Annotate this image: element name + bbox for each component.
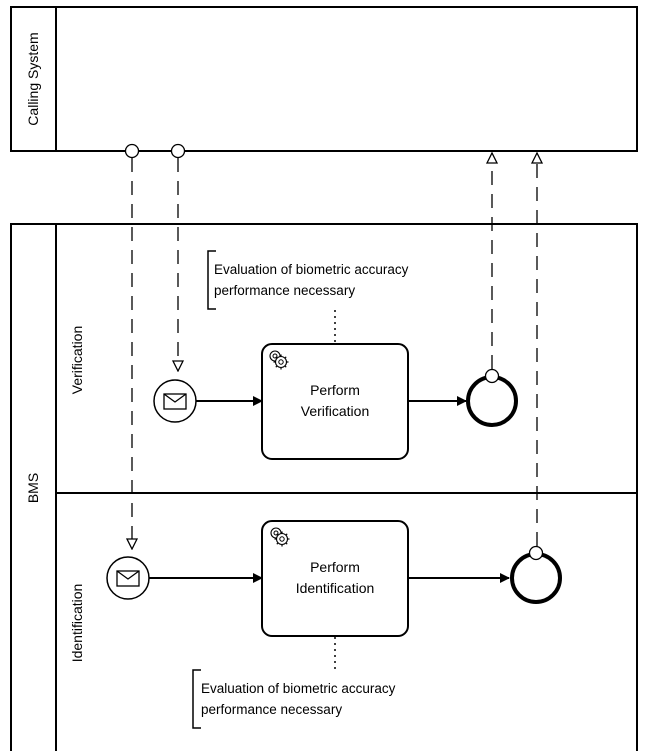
envelope-icon bbox=[163, 393, 187, 410]
pool-bms[interactable]: BMS bbox=[10, 223, 638, 751]
text-annotation-identification[interactable]: Evaluation of biometric accuracy perform… bbox=[192, 669, 396, 729]
annotation-line2: performance necessary bbox=[201, 702, 342, 717]
message-flow-to-identification[interactable] bbox=[124, 143, 140, 550]
annotation-line2: performance necessary bbox=[214, 283, 355, 298]
pool-label-calling-system: Calling System bbox=[25, 32, 41, 125]
task-perform-identification[interactable]: Perform Identification bbox=[261, 520, 409, 637]
annotation-line1: Evaluation of biometric accuracy bbox=[201, 681, 396, 696]
task-perform-verification[interactable]: Perform Verification bbox=[261, 343, 409, 460]
lane-label-verification: Verification bbox=[69, 326, 85, 394]
pool-calling-system[interactable]: Calling System bbox=[10, 6, 638, 152]
text-annotation-verification[interactable]: Evaluation of biometric accuracy perform… bbox=[207, 250, 409, 310]
gears-icon bbox=[270, 527, 290, 547]
task-label-line1: Perform bbox=[310, 559, 360, 575]
task-label-line2: Identification bbox=[296, 580, 375, 596]
verification-start-event[interactable] bbox=[153, 379, 197, 423]
identification-end-event[interactable] bbox=[510, 545, 562, 604]
lane-label-identification: Identification bbox=[69, 584, 85, 663]
task-label-line2: Verification bbox=[301, 403, 369, 419]
pool-label-bms: BMS bbox=[25, 473, 41, 503]
gears-icon bbox=[269, 350, 289, 370]
identification-start-event[interactable] bbox=[106, 556, 150, 600]
message-flow-to-verification[interactable] bbox=[170, 143, 186, 372]
envelope-icon bbox=[116, 570, 140, 587]
verification-end-event[interactable] bbox=[466, 368, 518, 427]
task-label-line1: Perform bbox=[310, 382, 360, 398]
annotation-line1: Evaluation of biometric accuracy bbox=[214, 262, 409, 277]
